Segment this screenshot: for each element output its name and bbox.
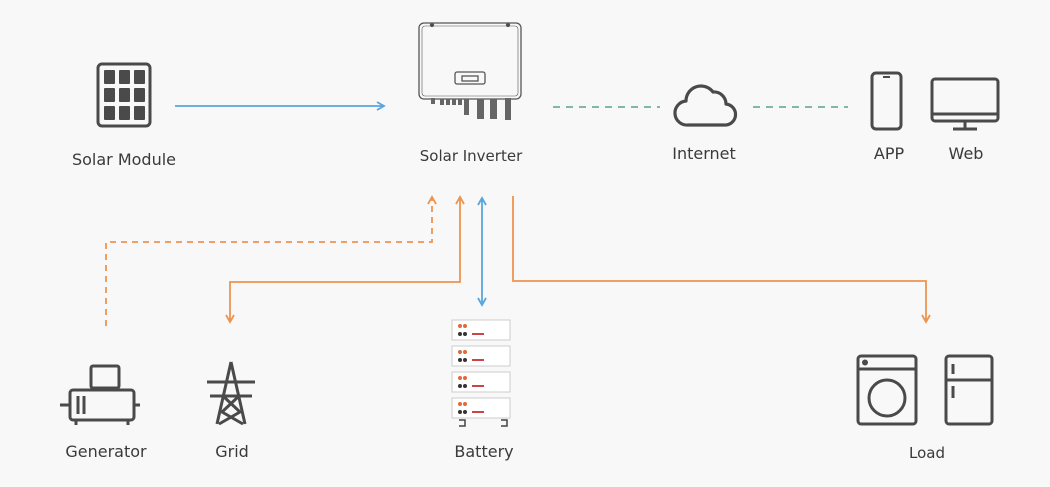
battery-stack-icon	[451, 319, 511, 427]
load-label: Load	[909, 444, 945, 462]
power-tower-icon	[207, 361, 255, 426]
battery-module	[451, 345, 511, 367]
solar-panel-icon	[96, 62, 152, 128]
grid-label: Grid	[215, 442, 249, 461]
web-label: Web	[948, 144, 984, 163]
inverter-icon	[418, 22, 522, 120]
battery-module	[451, 319, 511, 341]
solar-module-label: Solar Module	[71, 150, 177, 169]
cloud-icon	[673, 84, 738, 127]
washing-machine-icon	[856, 354, 918, 426]
battery-module	[451, 371, 511, 393]
generator-to-inverter-arrow	[105, 195, 437, 326]
grid-inverter-arrow	[225, 195, 465, 324]
solar-inverter-label: Solar Inverter	[419, 147, 523, 165]
phone-icon	[870, 71, 903, 131]
battery-module	[451, 397, 511, 419]
generator-icon	[60, 364, 140, 425]
internet-label: Internet	[672, 144, 736, 163]
monitor-icon	[930, 77, 1000, 131]
battery-label: Battery	[454, 442, 514, 461]
refrigerator-icon	[944, 354, 994, 426]
generator-label: Generator	[65, 442, 147, 461]
inverter-to-load-arrow	[512, 196, 931, 324]
app-label: APP	[873, 144, 905, 163]
